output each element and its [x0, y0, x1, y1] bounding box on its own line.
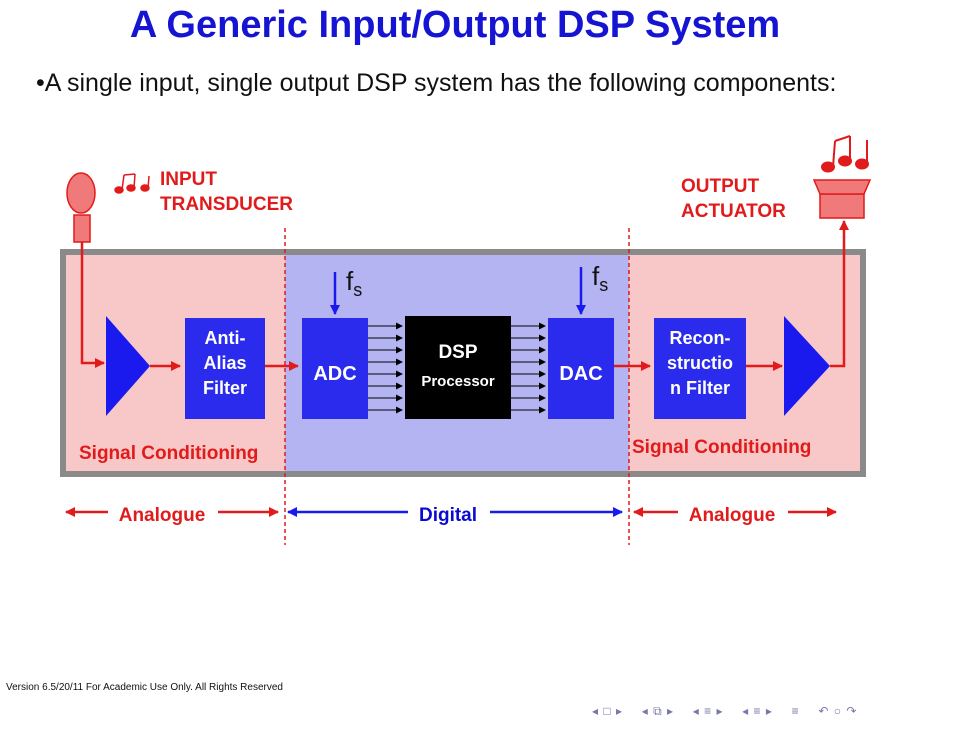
nav-prev-frame-icon[interactable]: ◂ [592, 704, 600, 718]
nav-subsection-icon[interactable]: ⧉ [653, 704, 663, 718]
anti-alias-label-line1: Anti- [205, 328, 246, 348]
processor-label: Processor [421, 373, 495, 390]
output-actuator-label-line2: ACTUATOR [681, 201, 786, 222]
dsp-label: DSP [438, 342, 477, 363]
signal-conditioning-left-label: Signal Conditioning [79, 443, 258, 464]
fs-symbol: f [592, 261, 600, 291]
nav-prev-toc-icon[interactable]: ◂ [742, 704, 750, 718]
nav-next-section-icon[interactable]: ▸ [716, 704, 724, 718]
input-transducer-label-line2: TRANSDUCER [160, 194, 293, 215]
nav-frame-icon[interactable]: □ [603, 704, 612, 718]
sampling-frequency-dac: fs [592, 261, 608, 295]
analogue-right-label: Analogue [689, 505, 776, 526]
nav-redo-icon[interactable]: ↷ [846, 704, 858, 718]
adc-to-dsp-bus [368, 322, 403, 414]
bullet-point: •A single input, single output DSP syste… [36, 68, 930, 98]
beamer-navigation: ◂ □ ▸ ◂ ⧉ ▸ ◂ ≡ ▸ ◂ ≡ ▸ ≡ ↶ ○ ↷ [592, 704, 857, 719]
nav-prev-subsection-icon[interactable]: ◂ [641, 704, 649, 718]
reconstruction-label-line2: structio [667, 353, 733, 373]
input-wire [80, 242, 105, 368]
digital-label: Digital [419, 505, 477, 526]
anti-alias-filter-block [185, 318, 265, 419]
output-wire [830, 220, 849, 368]
footer-version: Version 6.5/20/11 For Academic Use Only.… [6, 682, 283, 693]
nav-prev-section-icon[interactable]: ◂ [692, 704, 700, 718]
microphone-icon [66, 172, 96, 214]
anti-alias-label-line3: Filter [203, 378, 247, 398]
dsp-processor-block [405, 316, 511, 419]
nav-next-toc-icon[interactable]: ▸ [765, 704, 773, 718]
music-notes-right-icon [821, 135, 869, 173]
signal-conditioning-right-label: Signal Conditioning [632, 437, 811, 458]
output-actuator-label-line1: OUTPUT [681, 176, 760, 197]
nav-section-icon[interactable]: ≡ [704, 704, 713, 718]
slide-title: A Generic Input/Output DSP System [129, 4, 781, 46]
fs-subscript: s [599, 275, 608, 295]
reconstruction-label-line3: n Filter [670, 378, 730, 398]
music-notes-left-icon [114, 173, 150, 194]
anti-alias-label-line2: Alias [203, 353, 246, 373]
dsp-to-dac-bus [511, 322, 546, 414]
nav-next-subsection-icon[interactable]: ▸ [666, 704, 675, 718]
output-amplifier-icon [784, 316, 830, 416]
reconstruction-filter-block [654, 318, 746, 419]
nav-next-frame-icon[interactable]: ▸ [615, 704, 623, 718]
dac-block [548, 318, 614, 419]
fs-symbol: f [346, 266, 354, 296]
adc-block [302, 318, 368, 419]
input-amplifier-icon [106, 316, 150, 416]
bullet-mark: • [36, 69, 45, 97]
speaker-icon [812, 179, 872, 219]
nav-toc-icon[interactable]: ≡ [753, 704, 762, 718]
input-transducer-label-line1: INPUT [160, 169, 217, 190]
fs-subscript: s [353, 280, 362, 300]
nav-search-icon[interactable]: ○ [833, 704, 842, 718]
adc-label: ADC [313, 363, 356, 385]
reconstruction-label-line1: Recon- [669, 328, 730, 348]
nav-undo-icon[interactable]: ↶ [818, 704, 830, 718]
dac-label: DAC [559, 363, 602, 385]
nav-menu-icon[interactable]: ≡ [791, 704, 800, 718]
bullet-text: A single input, single output DSP system… [44, 69, 837, 97]
sampling-frequency-adc: fs [346, 266, 362, 300]
microphone-stand [73, 214, 91, 243]
analogue-left-label: Analogue [119, 505, 206, 526]
